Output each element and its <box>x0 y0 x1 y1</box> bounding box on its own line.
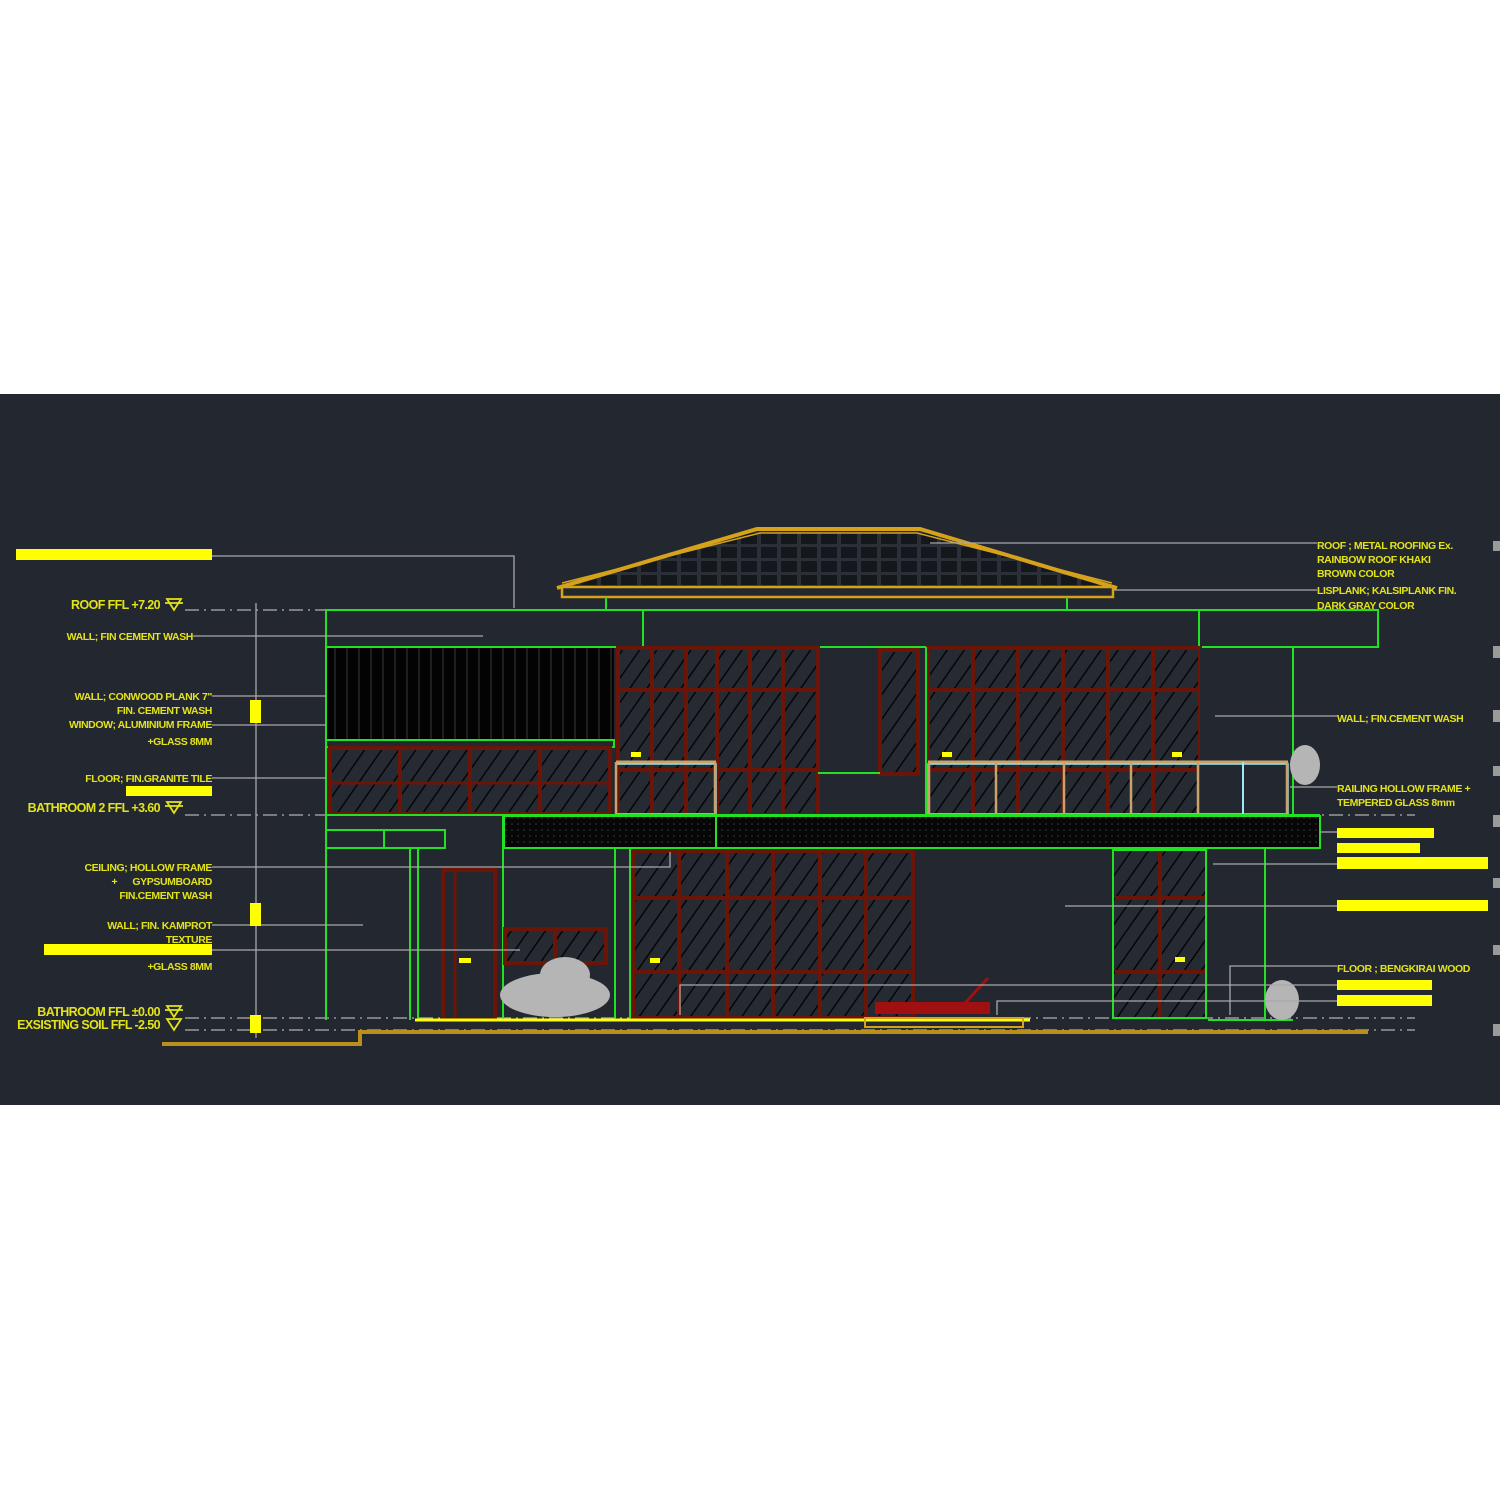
note-lisplank: LISPLANK; KALSIPLANK FIN. <box>1317 585 1457 597</box>
note-kamprot: WALL; FIN. KAMPROT <box>107 920 213 932</box>
upper-right-window <box>926 646 1293 817</box>
note-kamprot-texture: TEXTURE <box>166 934 213 946</box>
note-glass-lower: +GLASS 8MM <box>147 961 212 973</box>
note-wall-cement-right: WALL; FIN.CEMENT WASH <box>1337 713 1463 725</box>
edge-markers <box>1493 541 1500 1036</box>
note-railing: RAILING HOLLOW FRAME + <box>1337 783 1471 795</box>
note-window: WINDOW; ALUMINIUM FRAME <box>69 719 212 731</box>
level-bathroom: BATHROOM FFL ±0.00 <box>37 1005 160 1019</box>
note-railing-glass: TEMPERED GLASS 8mm <box>1337 797 1455 809</box>
note-conwood: WALL; CONWOOD PLANK 7" <box>75 691 213 703</box>
left-notes: WALL; FIN CEMENT WASH WALL; CONWOOD PLAN… <box>67 631 214 973</box>
plant-icon <box>1265 745 1320 1020</box>
level-triangle-icon <box>165 598 183 1032</box>
railing-right <box>927 752 1289 815</box>
floor-slab <box>326 814 1321 849</box>
shrub-icon <box>500 957 610 1017</box>
conwood-plank-wall <box>326 648 614 740</box>
note-roof: ROOF ; METAL ROOFING Ex. <box>1317 540 1453 552</box>
level-soil: EXSISTING SOIL FFL -2.50 <box>17 1018 160 1032</box>
level-bathroom2: BATHROOM 2 FFL +3.60 <box>28 801 161 815</box>
upper-center-window <box>616 646 820 817</box>
lounge-chair-icon <box>875 976 990 1014</box>
narrow-window <box>818 648 920 776</box>
note-floor-wood: FLOOR ; BENGKIRAI WOOD <box>1337 963 1471 975</box>
note-ceiling: CEILING; HOLLOW FRAME <box>84 862 212 874</box>
ground-line <box>162 1017 1368 1046</box>
level-markers: ROOF FFL +7.20 BATHROOM 2 FFL +3.60 BATH… <box>17 598 183 1032</box>
roof <box>556 527 1118 610</box>
level-roof: ROOF FFL +7.20 <box>71 598 161 612</box>
note-roof-color: BROWN COLOR <box>1317 568 1395 580</box>
lower-center-window <box>631 849 915 1020</box>
upper-left-window <box>328 746 612 816</box>
leader-lines <box>193 542 1337 1015</box>
note-roof-type: RAINBOW ROOF KHAKI <box>1317 554 1431 566</box>
right-notes: ROOF ; METAL ROOFING Ex. RAINBOW ROOF KH… <box>1317 540 1471 975</box>
note-conwood-finish: FIN. CEMENT WASH <box>117 705 212 717</box>
note-wall-cement: WALL; FIN CEMENT WASH <box>67 631 193 643</box>
note-window-glass: +GLASS 8MM <box>147 736 212 748</box>
note-lisplank-color: DARK GRAY COLOR <box>1317 600 1415 612</box>
annotation-bars <box>16 549 1488 1033</box>
note-ceiling-board: + GYPSUMBOARD <box>112 876 213 888</box>
note-floor-granite: FLOOR; FIN.GRANITE TILE <box>85 773 212 785</box>
door <box>441 868 497 1022</box>
lower-right-window <box>1112 849 1207 1019</box>
note-ceiling-finish: FIN.CEMENT WASH <box>119 890 212 902</box>
small-window <box>503 927 608 965</box>
lower-structure <box>325 610 1293 1021</box>
